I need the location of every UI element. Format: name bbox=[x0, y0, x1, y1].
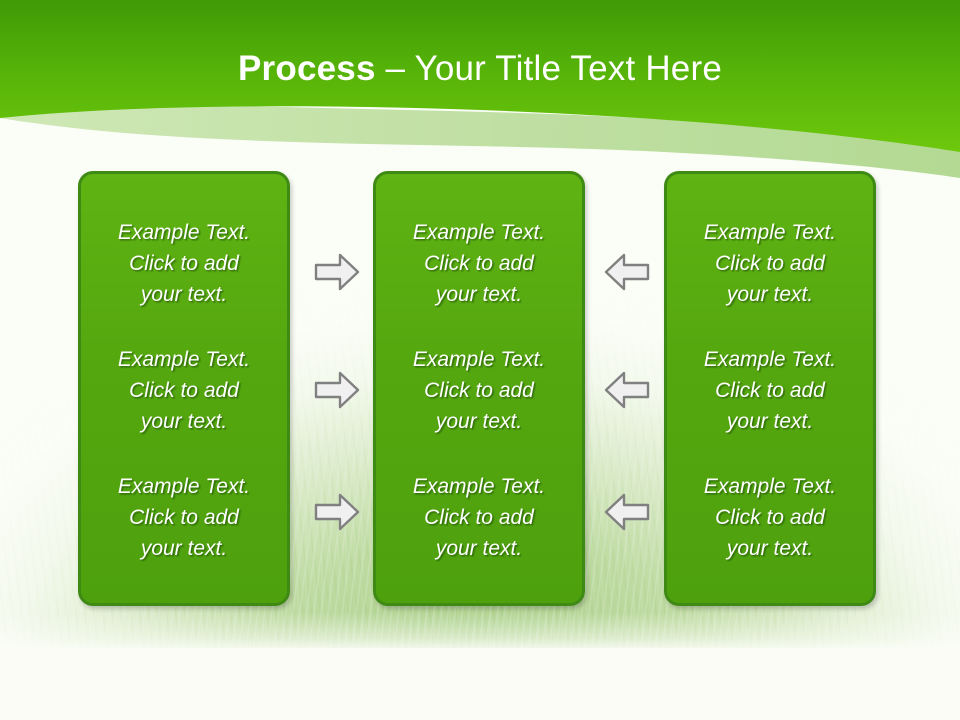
process-text-block[interactable]: Example Text. Click to add your text. bbox=[412, 475, 546, 560]
arrow-right-icon[interactable] bbox=[313, 490, 361, 534]
slide-footer-area bbox=[0, 648, 960, 720]
page-title: Process – Your Title Text Here bbox=[0, 47, 960, 91]
arrow-left-icon[interactable] bbox=[603, 250, 651, 294]
process-text-block[interactable]: Example Text. Click to add your text. bbox=[117, 221, 251, 306]
arrow-right-icon[interactable] bbox=[313, 250, 361, 294]
page-title-strong: Process bbox=[238, 49, 376, 88]
process-text-block[interactable]: Example Text. Click to add your text. bbox=[117, 348, 251, 433]
arrow-left-icon[interactable] bbox=[603, 368, 651, 412]
process-column-3[interactable]: Example Text. Click to add your text. Ex… bbox=[664, 171, 876, 606]
page-title-rest: – Your Title Text Here bbox=[375, 49, 722, 88]
process-text-block[interactable]: Example Text. Click to add your text. bbox=[703, 221, 837, 306]
arrow-left-icon[interactable] bbox=[603, 490, 651, 534]
process-text-block[interactable]: Example Text. Click to add your text. bbox=[412, 221, 546, 306]
process-text-block[interactable]: Example Text. Click to add your text. bbox=[703, 475, 837, 560]
arrow-right-icon[interactable] bbox=[313, 368, 361, 412]
process-column-1[interactable]: Example Text. Click to add your text. Ex… bbox=[78, 171, 290, 606]
process-text-block[interactable]: Example Text. Click to add your text. bbox=[703, 348, 837, 433]
process-text-block[interactable]: Example Text. Click to add your text. bbox=[117, 475, 251, 560]
process-text-block[interactable]: Example Text. Click to add your text. bbox=[412, 348, 546, 433]
process-column-2[interactable]: Example Text. Click to add your text. Ex… bbox=[373, 171, 585, 606]
